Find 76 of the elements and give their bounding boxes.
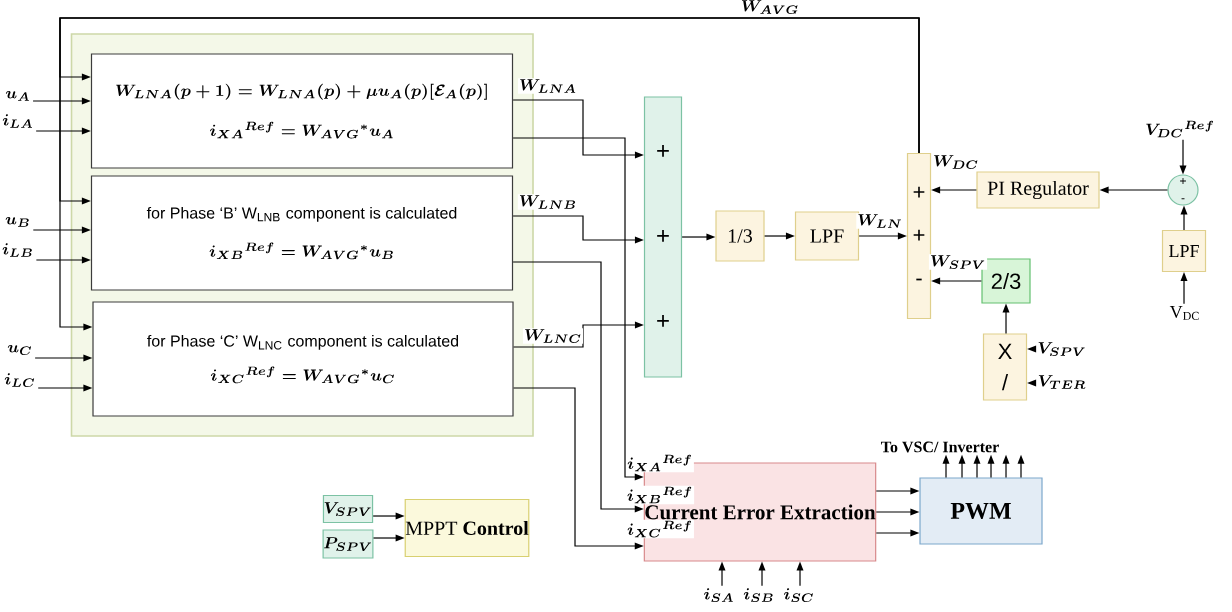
summing-bar: + + + <box>643 96 683 378</box>
arrow <box>512 99 644 159</box>
arrow <box>32 226 91 234</box>
mppt-box: MPPT Control <box>404 498 530 558</box>
signal-label: $u_{C}$ <box>7 345 32 356</box>
arrow <box>35 256 91 264</box>
arrow <box>931 277 982 285</box>
arrow <box>512 215 644 244</box>
edge-label: $W_{LNB}$ <box>517 194 579 210</box>
arrow <box>764 232 795 240</box>
pwm-box: PWM <box>919 477 1043 545</box>
controller-box: PI Regulator <box>976 171 1100 209</box>
arrow <box>372 512 405 520</box>
arrow <box>973 454 981 478</box>
arrow <box>37 384 93 392</box>
edge-label: $i_{XA}{}^{Ref}$ <box>626 453 694 473</box>
edge-label: $i_{XC}{}^{Ref}$ <box>626 519 694 539</box>
signal-label: $i_{LA}$ <box>2 114 32 128</box>
edge-label: $W_{SPV}$ <box>928 254 988 270</box>
arrow <box>958 454 966 478</box>
arrow <box>875 508 920 516</box>
arrow <box>681 233 716 241</box>
arrow <box>512 137 644 481</box>
signal-label: $i_{SA}$ <box>704 588 733 603</box>
signal-label: $V_{TER}$ <box>1038 375 1086 389</box>
summing-bar: + + - <box>906 152 932 320</box>
calculation-box: $W_{LNA}(p+1)=W_{LNA}(p)+\mu u_{A}(p)[\mathcal{E}_{A}(p)]$ $i_{XA}{}^{Ref}=W_{AVG}{}^{*}u_{A}$ <box>90 53 514 169</box>
signal-label: $i_{LB}$ <box>2 243 32 257</box>
signal-label: $u_{B}$ <box>5 217 29 227</box>
edge-label: $i_{XB}{}^{Ref}$ <box>625 485 695 505</box>
arrow <box>372 534 405 542</box>
arrow <box>1180 272 1188 305</box>
signal-label: $i_{SC}$ <box>783 588 813 603</box>
arrow <box>758 561 766 587</box>
arrow <box>1099 186 1168 194</box>
edge-label: $W_{AVG}$ <box>739 0 801 15</box>
arrow <box>718 561 726 587</box>
arrow <box>1017 454 1025 478</box>
input-box: $V_{SPV}$ <box>322 494 374 524</box>
output-label: To VSC/ Inverter <box>881 441 999 453</box>
arrow <box>1002 454 1010 478</box>
arrow <box>513 387 644 550</box>
arrow <box>34 354 93 362</box>
edge-label: $W_{DC}$ <box>932 154 981 170</box>
signal-label: $u_{A}$ <box>5 91 29 101</box>
edge-label: $W_{LNA}$ <box>518 78 578 94</box>
arrow <box>1180 205 1188 231</box>
edge-label: $W_{LN}$ <box>856 213 904 229</box>
signal-label: V$_{DC}$ <box>1169 306 1199 320</box>
arrow <box>513 321 644 348</box>
edge-label: $W_{LNC}$ <box>522 328 584 344</box>
arrow <box>1002 303 1010 334</box>
calculation-box: for Phase ‘B’ W$_{LNB}$ component is calculated $i_{XB}{}^{Ref}=W_{AVG}{}^{*}u_{B}$ <box>90 175 514 291</box>
input-box: $P_{SPV}$ <box>322 529 374 559</box>
signal-label: $V_{DC}{}^{Ref}$ <box>1146 120 1214 138</box>
signal-label: $i_{SB}$ <box>743 588 773 603</box>
arrow <box>512 261 644 513</box>
signal-label: $i_{LC}$ <box>4 373 35 388</box>
arrow <box>1179 139 1187 175</box>
arrow <box>32 97 91 105</box>
summing-junction: + - <box>1167 174 1199 206</box>
calculation-box: for Phase ‘C’ W$_{LNC}$ component is calculated $i_{XC}{}^{Ref}=W_{AVG}{}^{*}u_{C}$ <box>92 301 514 417</box>
arrow <box>796 561 804 587</box>
arrow <box>987 454 995 478</box>
arrow <box>942 454 950 478</box>
gain-box: 1/3 <box>715 210 765 262</box>
arrow <box>931 186 977 194</box>
arrow <box>1027 345 1037 353</box>
arrow <box>858 232 907 240</box>
signal-label: $V_{SPV}$ <box>1038 342 1085 356</box>
arrow <box>875 529 920 537</box>
filter-box: LPF <box>1161 229 1207 273</box>
arrow <box>59 17 920 331</box>
arrow <box>875 487 920 495</box>
arrow <box>35 127 91 135</box>
arrow <box>1027 379 1037 387</box>
